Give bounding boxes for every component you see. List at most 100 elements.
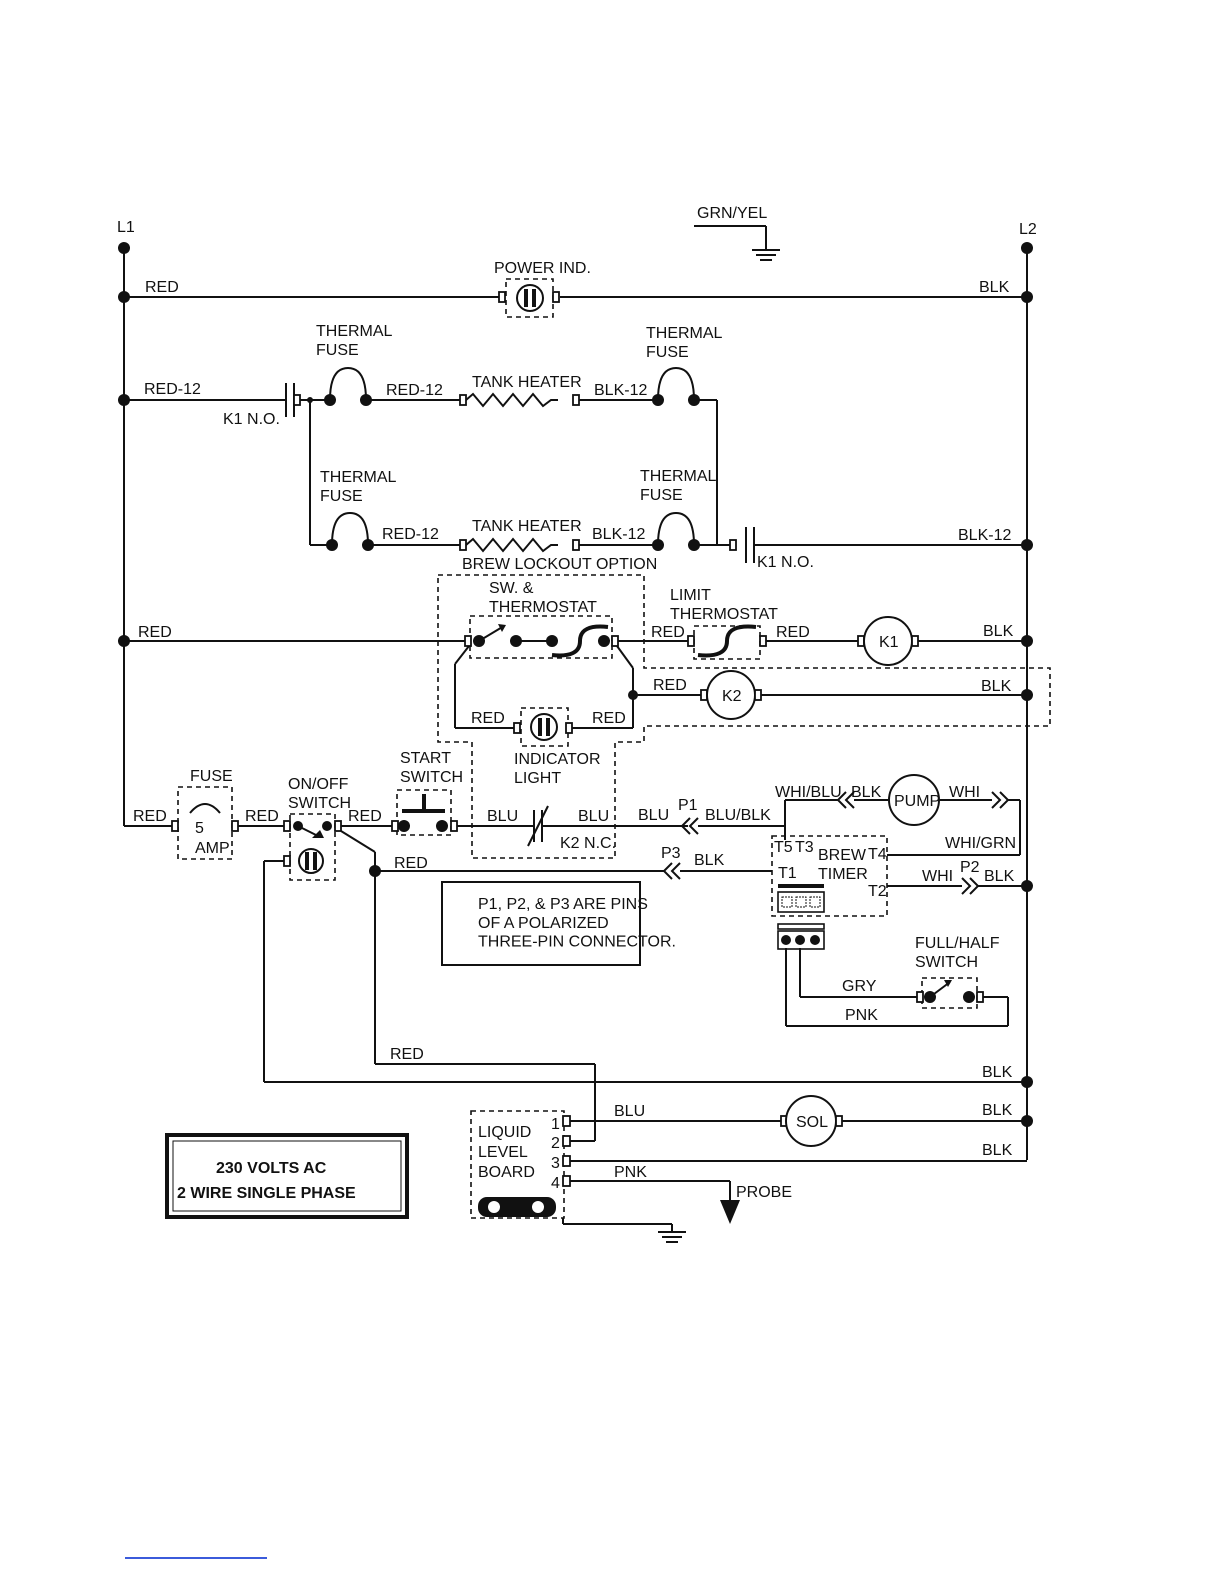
pump-label: PUMP [894, 793, 940, 810]
pump-left-wire-2: BLK [851, 784, 882, 801]
indicator-right-wire: RED [592, 710, 626, 727]
llb-sensor-icon [478, 1197, 556, 1217]
heater1-relay-label: K1 N.O. [223, 411, 280, 428]
heater2-label: TANK HEATER [472, 518, 582, 535]
t2-wire: WHI [922, 868, 953, 885]
start-out-wire: BLU [487, 808, 518, 825]
label-line: LEVEL [478, 1144, 528, 1161]
gry-wire: GRY [842, 978, 877, 995]
sw-thermostat-icon [473, 624, 610, 658]
rail-l2-label: L2 [1019, 221, 1037, 238]
k2-nc-label: K2 N.C. [560, 835, 616, 852]
llb-pin-3: 3 [551, 1155, 560, 1172]
heater2-mid-right-wire: BLK-12 [592, 526, 645, 543]
row-power: RED BLK POWER IND. [118, 260, 1033, 318]
limit-thermostat-icon [697, 624, 757, 658]
label-line: FUSE [646, 344, 689, 361]
ground-label: GRN/YEL [697, 205, 767, 222]
lockout-left-wire: RED [138, 624, 172, 641]
k2-right-wire: BLK [981, 678, 1012, 695]
timer-display-icon [777, 884, 825, 913]
k1-right-wire: BLK [983, 623, 1014, 640]
fuse-out-wire: RED [245, 808, 279, 825]
k2-left-wire: RED [653, 677, 687, 694]
label-line: OF A POLARIZED [478, 915, 609, 932]
k1-coil-label: K1 [879, 634, 899, 651]
brew-left-wire: RED [133, 808, 167, 825]
bottom-blk-wire: BLK [982, 1064, 1013, 1081]
p1-connector-icon [680, 817, 699, 835]
limit-right-wire: RED [776, 624, 810, 641]
thermal-fuse-2b-icon [652, 511, 700, 551]
label-line: THREE-PIN CONNECTOR. [478, 934, 676, 951]
branch-red-wire: RED [394, 855, 428, 872]
label-line: FUSE [316, 342, 359, 359]
voltage-line-2: 2 WIRE SINGLE PHASE [177, 1185, 356, 1202]
k1-contact-2-icon [729, 527, 755, 563]
label-line: SWITCH [288, 795, 351, 812]
t2-label: T2 [868, 883, 887, 900]
p2-label: P2 [960, 859, 980, 876]
t4-wire: WHI/GRN [945, 835, 1016, 852]
llb-pin-4: 4 [551, 1175, 560, 1192]
onoff-switch-icon [283, 821, 332, 874]
p3-wire: BLK [694, 852, 725, 869]
t4-label: T4 [868, 846, 887, 863]
label-line: LIGHT [514, 770, 561, 787]
label-line: FUSE [640, 487, 683, 504]
heater2-right-wire: BLK-12 [958, 527, 1011, 544]
limit-left-wire: RED [651, 624, 685, 641]
solenoid-label: SOL [796, 1114, 828, 1131]
pump-circuit: WHI/BLU BLK PUMP WHI WHI/GRN [775, 774, 1021, 856]
pnk-probe-wire: PNK [614, 1164, 647, 1181]
p1-in-wire: BLU [638, 807, 669, 824]
power-indicator-label: POWER IND. [494, 260, 591, 277]
p1-out-wire: BLU/BLK [705, 807, 771, 824]
start-switch-icon [398, 794, 448, 832]
heater1-left-wire: RED-12 [144, 381, 201, 398]
heater1-mid-right-wire: BLK-12 [594, 382, 647, 399]
fuse-label: FUSE [190, 768, 233, 785]
heater1-mid-left-wire: RED-12 [386, 382, 443, 399]
k2-coil-label: K2 [722, 688, 742, 705]
k1-contact-1-icon [285, 383, 301, 417]
heater2-mid-left-wire: RED-12 [382, 526, 439, 543]
footer-underline [125, 1557, 267, 1559]
voltage-line-1: 230 VOLTS AC [216, 1160, 327, 1177]
t3-label: T3 [795, 839, 814, 856]
indicator-lamp-icon [530, 713, 558, 741]
label-line: AMP [195, 840, 230, 857]
rail-l1-label: L1 [117, 219, 135, 236]
rail-l2: L2 [1019, 221, 1037, 1160]
full-half-switch-icon [924, 980, 975, 1003]
power-right-wire: BLK [979, 279, 1010, 296]
sol-left-wire: BLU [614, 1103, 645, 1120]
switch-out-wire: RED [348, 808, 382, 825]
timer-connector-icon [777, 923, 825, 950]
pump-connector-left-icon [836, 791, 855, 809]
brew-lockout-title: BREW LOCKOUT OPTION [462, 556, 657, 573]
llb-pin-1: 1 [551, 1116, 560, 1133]
p3-connector-icon [662, 862, 681, 880]
heater1-label: TANK HEATER [472, 374, 582, 391]
pump-connector-right-icon [991, 791, 1010, 809]
thermal-fuse-1b-icon [652, 366, 700, 406]
pnk-wire: PNK [845, 1007, 878, 1024]
llb-pin-2: 2 [551, 1135, 560, 1152]
sw-thermostat-label: SW. &THERMOSTAT [489, 580, 597, 616]
